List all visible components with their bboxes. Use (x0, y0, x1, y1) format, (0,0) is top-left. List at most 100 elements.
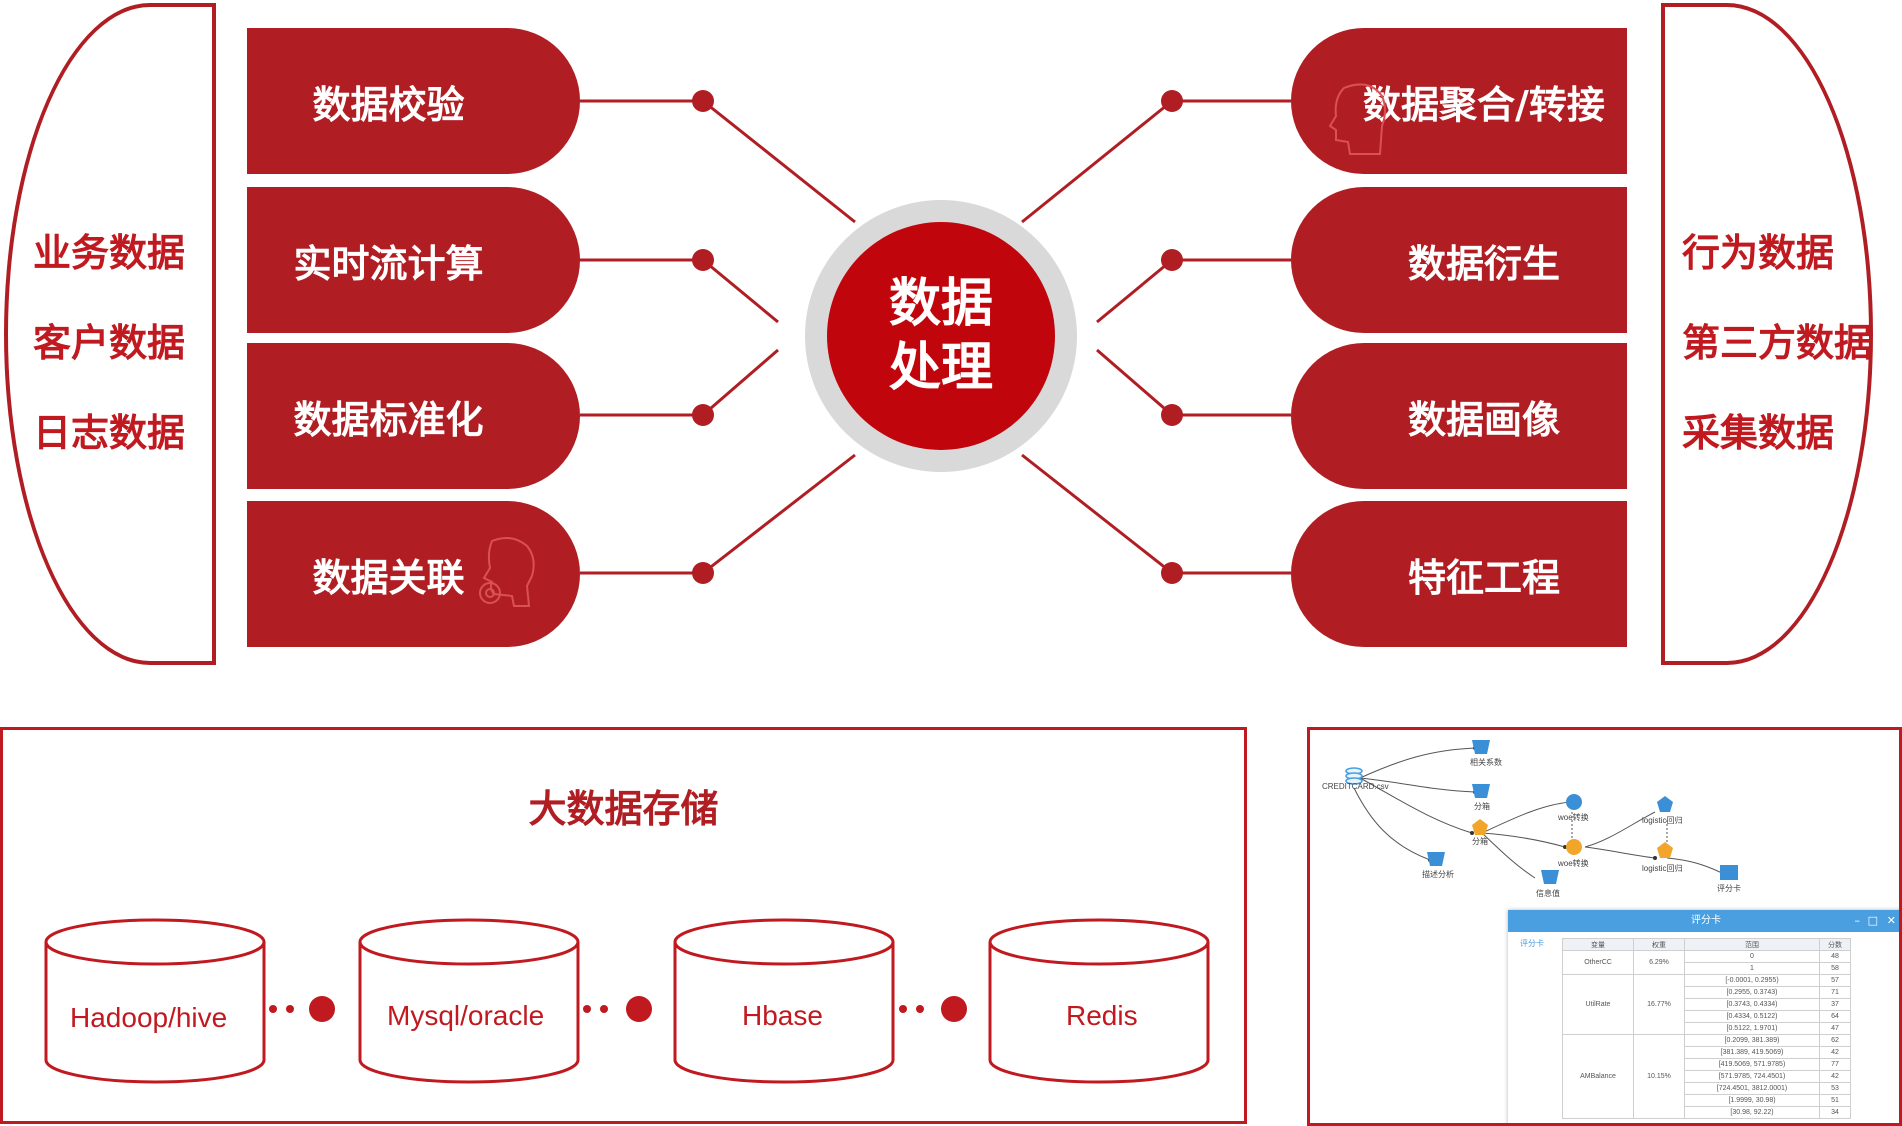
source-customer-data: 客户数据 (33, 321, 186, 365)
cell-score: 51 (1819, 1094, 1851, 1107)
node-woe-2[interactable]: woe转换 (1558, 859, 1589, 868)
source-third-party-data: 第三方数据 (1682, 321, 1873, 365)
node-correlation[interactable]: 相关系数 (1470, 758, 1502, 767)
hub-line2: 处理 (888, 338, 993, 398)
col-weight: 权重 (1633, 938, 1685, 951)
cell-range: [0.2955, 0.3743) (1684, 986, 1820, 999)
cell-range: [419.5069, 571.9785) (1684, 1058, 1820, 1071)
node-creditcard-csv[interactable]: CREDITCARD.csv (1322, 782, 1389, 791)
storage-title: 大数据存储 (528, 787, 719, 831)
cell-range: [-0.0001, 0.2955) (1684, 974, 1820, 987)
node-binning-2[interactable]: 分箱 (1472, 837, 1488, 846)
pill-label: 数据标准化 (293, 397, 484, 442)
node-logistic-1[interactable]: logistic回归 (1642, 816, 1683, 825)
connector-lines (580, 90, 1291, 584)
cell-score: 77 (1819, 1058, 1851, 1071)
pill-label: 特征工程 (1407, 555, 1560, 600)
pill-label: 数据校验 (312, 82, 465, 127)
pill-label: 数据关联 (312, 555, 465, 600)
side-tab-scorecard[interactable]: 评分卡 (1520, 939, 1544, 948)
minimize-icon[interactable]: – (1854, 914, 1861, 927)
node-woe-1[interactable]: woe转换 (1558, 813, 1589, 822)
table-row: [381.389, 419.5069)42 (1563, 1046, 1851, 1059)
cell-range: [0.5122, 1.9701) (1684, 1022, 1820, 1035)
source-business-data: 业务数据 (33, 231, 186, 275)
process-data-association: 数据关联 (247, 501, 580, 647)
col-variable: 变量 (1562, 938, 1634, 951)
maximize-icon[interactable]: □ (1867, 914, 1878, 927)
cell-score: 62 (1819, 1034, 1851, 1047)
hub-core: 数据 处理 (827, 222, 1055, 450)
table-row: [0.5122, 1.9701)47 (1563, 1022, 1851, 1035)
table-row: [30.98, 92.22)34 (1563, 1106, 1851, 1119)
cell-range: 0 (1684, 950, 1820, 963)
cell-range: [381.389, 419.5069) (1684, 1046, 1820, 1059)
cell-range: [30.98, 92.22) (1684, 1106, 1820, 1119)
window-title: 评分卡 (1691, 915, 1721, 926)
cell-range: [571.9785, 724.4501) (1684, 1070, 1820, 1083)
node-describe[interactable]: 描述分析 (1422, 870, 1454, 879)
pill-label: 数据衍生 (1407, 241, 1560, 286)
cell-score: 42 (1819, 1046, 1851, 1059)
table-row: [0.2955, 0.3743)71 (1563, 986, 1851, 999)
process-data-validation: 数据校验 (247, 28, 580, 174)
source-behavior-data: 行为数据 (1682, 231, 1835, 275)
scorecard-window-titlebar: 评分卡 – □ ✕ (1508, 910, 1899, 932)
db-mysql-oracle: Mysql/oracle (387, 1000, 545, 1031)
node-scorecard[interactable]: 评分卡 (1717, 884, 1741, 893)
database-cylinders (44, 918, 1210, 1084)
cell-score: 42 (1819, 1070, 1851, 1083)
big-data-storage-panel: 大数据存储 Hadoop/hive Mysql/oracle Hbase Red… (0, 727, 1247, 1124)
process-realtime-stream: 实时流计算 (247, 187, 580, 333)
node-logistic-2[interactable]: logistic回归 (1642, 864, 1683, 873)
cell-score: 64 (1819, 1010, 1851, 1023)
cell-score: 48 (1819, 950, 1851, 963)
cell-range: [1.9999, 30.98) (1684, 1094, 1820, 1107)
table-row: [1.9999, 30.98)51 (1563, 1094, 1851, 1107)
table-row: [0.3743, 0.4334)37 (1563, 998, 1851, 1011)
cell-range: [0.2099, 381.389) (1684, 1034, 1820, 1047)
cell-range: [0.4334, 0.5122) (1684, 1010, 1820, 1023)
data-processing-hub: 数据 处理 (805, 200, 1077, 472)
table-row: [419.5069, 571.9785)77 (1563, 1058, 1851, 1071)
hub-line1: 数据 (888, 274, 993, 334)
cell-variable: AMBalance (1562, 1034, 1634, 1119)
col-score: 分数 (1819, 938, 1851, 951)
col-range: 范围 (1684, 938, 1820, 951)
cell-score: 71 (1819, 986, 1851, 999)
process-data-profiling: 数据画像 (1291, 343, 1627, 489)
cell-score: 37 (1819, 998, 1851, 1011)
cell-score: 57 (1819, 974, 1851, 987)
workflow-graph (1345, 740, 1738, 884)
head-outline-icon (1329, 83, 1386, 155)
cell-range: 1 (1684, 962, 1820, 975)
table-row: [571.9785, 724.4501)42 (1563, 1070, 1851, 1083)
db-hbase: Hbase (742, 1000, 823, 1031)
node-info-value[interactable]: 信息值 (1536, 889, 1560, 898)
cell-variable: UtilRate (1562, 974, 1634, 1035)
cell-score: 34 (1819, 1106, 1851, 1119)
cell-weight: 6.29% (1633, 950, 1685, 975)
scorecard-workflow-screenshot: CREDITCARD.csv 相关系数 分箱 分箱 描述分析 woe转换 woe… (1307, 727, 1902, 1126)
db-redis: Redis (1066, 1000, 1138, 1031)
gear-head-icon (479, 536, 535, 607)
node-binning-1[interactable]: 分箱 (1474, 802, 1490, 811)
process-feature-engineering: 特征工程 (1291, 501, 1627, 647)
process-data-standardization: 数据标准化 (247, 343, 580, 489)
db-hadoop-hive: Hadoop/hive (70, 1002, 228, 1033)
cell-weight: 10.15% (1633, 1034, 1685, 1119)
cell-score: 53 (1819, 1082, 1851, 1095)
cell-score: 47 (1819, 1022, 1851, 1035)
source-log-data: 日志数据 (33, 411, 186, 455)
cell-range: [0.3743, 0.4334) (1684, 998, 1820, 1011)
source-collected-data: 采集数据 (1682, 411, 1835, 455)
pill-label: 实时流计算 (293, 241, 484, 286)
close-icon[interactable]: ✕ (1886, 914, 1896, 927)
process-data-derivation: 数据衍生 (1291, 187, 1627, 333)
cell-weight: 16.77% (1633, 974, 1685, 1035)
